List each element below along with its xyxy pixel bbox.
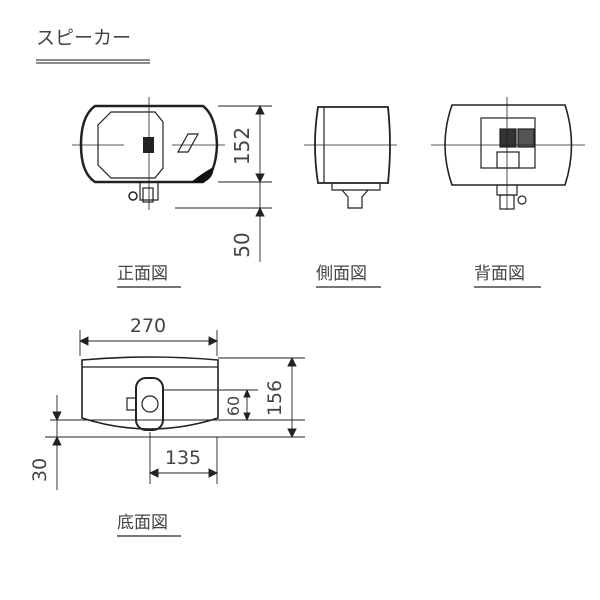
dim-front-height: 152 bbox=[230, 127, 254, 165]
dim-bottom-offset: 30 bbox=[29, 458, 51, 482]
side-view bbox=[304, 106, 397, 209]
back-view bbox=[431, 97, 585, 210]
front-view-label: 正面図 bbox=[117, 264, 168, 284]
bottom-view-label: 底面図 bbox=[117, 513, 168, 533]
back-view-label: 背面図 bbox=[474, 264, 525, 284]
dim-bottom-width: 270 bbox=[130, 315, 166, 337]
side-view-label: 側面図 bbox=[316, 264, 367, 284]
dim-half-width: 135 bbox=[165, 447, 201, 469]
dim-bracket-height: 50 bbox=[230, 232, 254, 257]
front-dimensions bbox=[175, 104, 272, 262]
front-view bbox=[72, 97, 225, 210]
dim-mount-offset: 60 bbox=[224, 396, 243, 416]
dim-bottom-depth: 156 bbox=[264, 380, 286, 416]
bottom-dimensions bbox=[45, 330, 305, 490]
bottom-view bbox=[81, 356, 219, 431]
title: スピーカー bbox=[36, 27, 131, 49]
